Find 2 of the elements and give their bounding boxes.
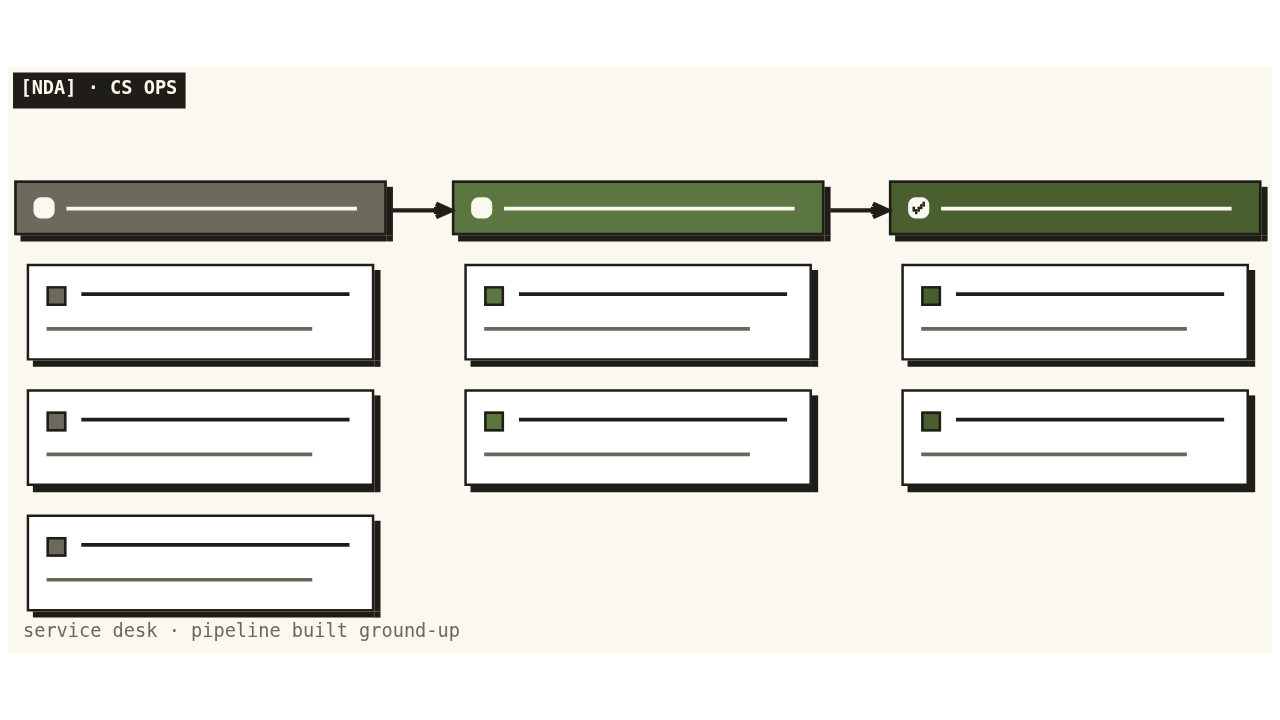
label: [NDA] · CS OPS xyxy=(20,76,178,98)
caption: service desk · pipeline built ground-up xyxy=(22,619,460,641)
